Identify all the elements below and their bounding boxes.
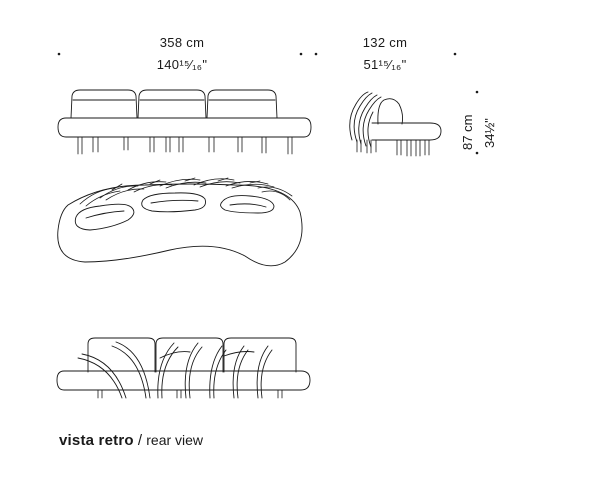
depth-cm-label: 132 cm (362, 35, 408, 50)
side-view (349, 91, 442, 157)
caption-separator: / (133, 432, 147, 449)
caption-english: rear view (146, 432, 204, 448)
dimension-markers (57, 52, 479, 155)
caption-italian: vista retro (59, 432, 134, 449)
front-view (57, 89, 312, 155)
view-caption: vista retro / rear view (59, 432, 203, 449)
depth-inch-label: 51¹⁵⁄₁₆" (363, 57, 407, 72)
width-inch-label: 140¹⁵⁄₁₆" (156, 57, 208, 72)
top-view (57, 177, 303, 267)
rear-view (56, 337, 311, 399)
width-cm-label: 358 cm (159, 35, 205, 50)
